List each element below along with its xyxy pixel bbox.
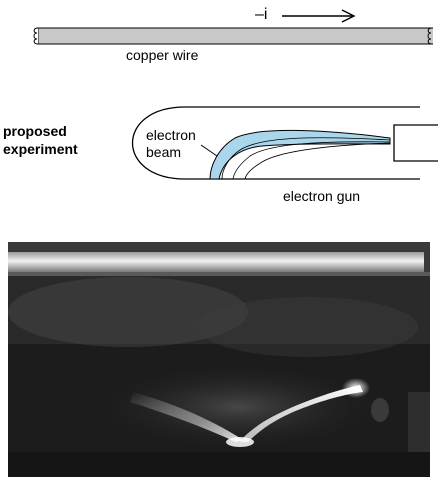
photo-gun-glow [342, 378, 370, 398]
copper-wire [33, 27, 438, 45]
current-arrow-icon [282, 9, 356, 23]
electron-gun-label: electron gun [283, 188, 361, 204]
photo-beam-left [130, 392, 243, 442]
electron-beam [209, 129, 391, 180]
electron-gun [393, 124, 438, 162]
proposed-experiment-title: proposed experiment [3, 123, 78, 158]
electron-tube-diagram [132, 106, 438, 180]
experiment-photo [8, 242, 430, 477]
current-label: –i [255, 6, 268, 23]
electron-beam-label: electron beam [146, 127, 196, 160]
beam-pointer-line [200, 144, 218, 157]
wire-label: copper wire [126, 47, 199, 63]
glass-tube-outline [132, 106, 420, 180]
photo-wire [8, 252, 424, 272]
copper-wire-diagram [33, 9, 438, 45]
